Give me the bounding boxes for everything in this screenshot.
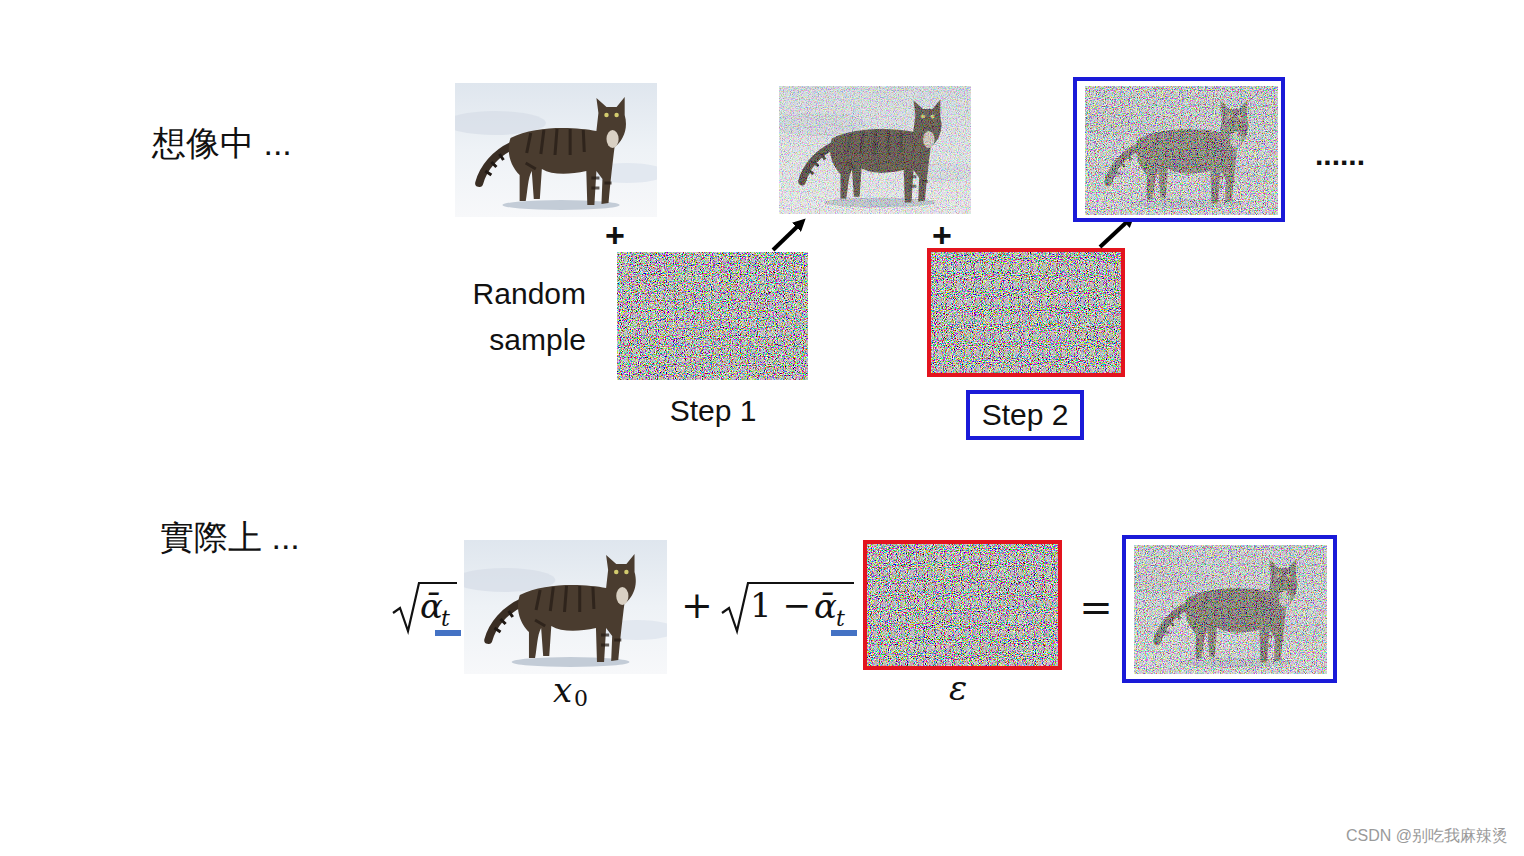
radical-sign	[393, 583, 457, 631]
red-frame	[865, 542, 1060, 668]
math-term: 1 −	[750, 588, 811, 622]
watermark: CSDN @别吃我麻辣烫	[1346, 828, 1508, 844]
math-symbol: ᾱ	[814, 589, 837, 623]
noisy-cat	[1075, 86, 1287, 215]
ellipsis: ......	[1315, 140, 1365, 170]
math-operator: +	[681, 586, 713, 624]
blue-frame	[1124, 537, 1335, 681]
noise-overlay	[779, 86, 971, 214]
blue-frame	[1075, 79, 1283, 220]
noise-sample	[617, 252, 808, 380]
math-symbol: ᾱ	[420, 589, 443, 623]
noise-overlay	[1134, 545, 1327, 674]
noise-sample	[931, 252, 1121, 373]
radical-sign	[722, 583, 854, 631]
cat-photo	[454, 540, 677, 674]
step-label: Step 1	[670, 396, 757, 426]
caption-text: Random sample	[436, 271, 586, 363]
red-frame	[929, 250, 1123, 375]
math-symbol: ε	[949, 671, 967, 705]
highlight-underline	[831, 630, 857, 636]
arrow	[1100, 218, 1131, 247]
math-subscript: t	[836, 608, 845, 630]
arrow	[773, 222, 802, 250]
math-symbol: x	[553, 673, 572, 707]
math-operator: =	[1079, 587, 1113, 627]
step-box: Step 2	[966, 390, 1085, 440]
noise-overlay	[1085, 86, 1278, 215]
section-heading: 想像中 ...	[152, 126, 292, 160]
noisy-cat	[769, 86, 980, 214]
cat-photo	[445, 83, 667, 217]
math-subscript: t	[441, 608, 450, 630]
plus-sign: +	[932, 218, 952, 252]
noisy-cat	[1124, 545, 1336, 674]
plus-sign: +	[605, 218, 625, 252]
section-heading: 實際上 ...	[160, 520, 300, 554]
math-subscript: 0	[574, 688, 588, 710]
noise-sample	[867, 544, 1058, 666]
node-label: Step 2	[982, 397, 1069, 433]
highlight-underline	[435, 630, 461, 636]
